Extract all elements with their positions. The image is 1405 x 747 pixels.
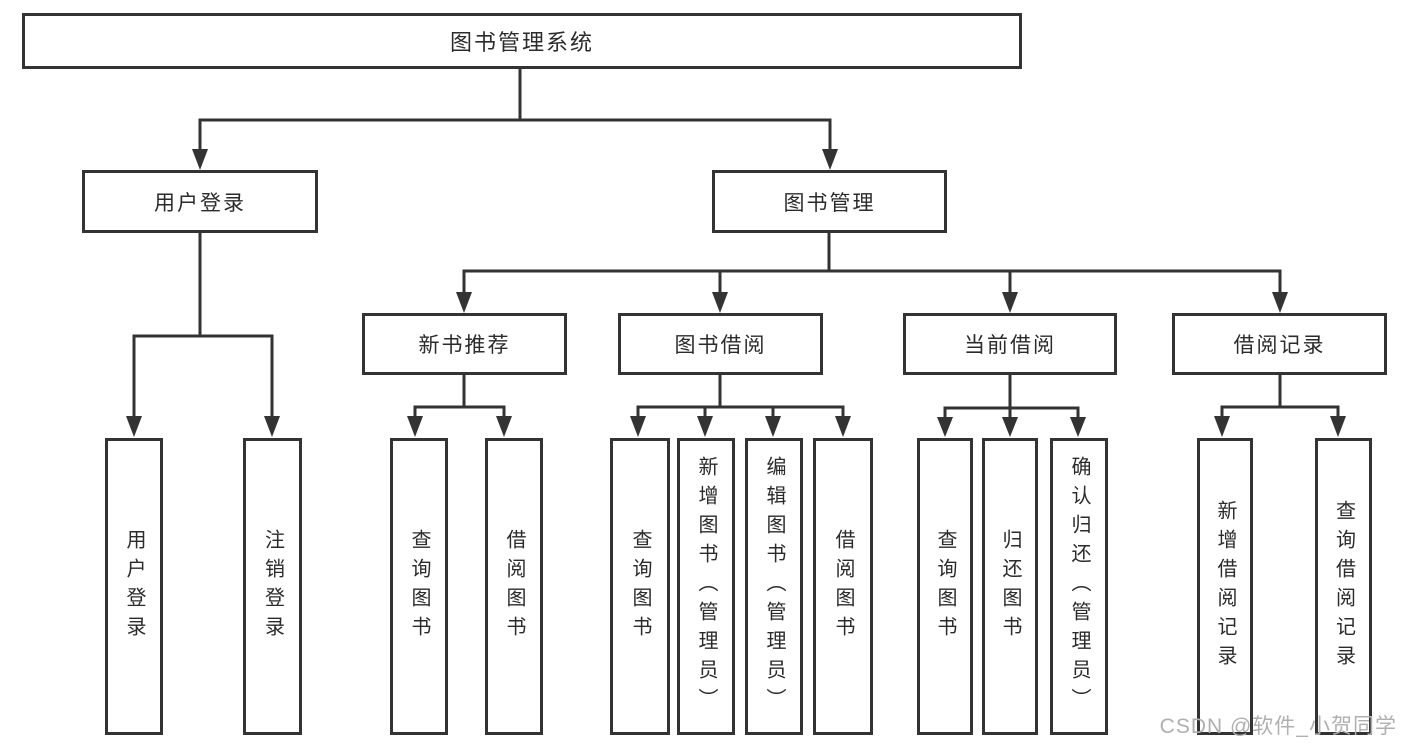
node-current-borrow: 当前借阅 [903, 313, 1117, 375]
leaf-label: 归还图书 [999, 528, 1021, 645]
leaf-query-books-borrow: 查询图书 [610, 438, 670, 735]
node-label: 用户登录 [154, 191, 246, 215]
node-library-system: 图书管理系统 [22, 13, 1022, 69]
node-book-management: 图书管理 [712, 170, 947, 233]
node-label: 图书管理系统 [449, 30, 594, 55]
leaf-query-books-current: 查询图书 [917, 438, 973, 735]
node-label: 图书借阅 [674, 334, 767, 357]
leaf-label: 查询图书 [629, 528, 651, 645]
node-new-book-recommend: 新书推荐 [362, 313, 567, 375]
leaf-label: 借阅图书 [503, 528, 525, 645]
leaf-user-login: 用户登录 [105, 438, 163, 735]
leaf-borrow-books-recommend: 借阅图书 [485, 438, 543, 735]
connector-current-borrow [937, 375, 1086, 437]
leaf-label: 新增图书（管理员） [695, 456, 717, 717]
leaf-confirm-return-admin: 确认归还（管理员） [1050, 438, 1108, 735]
leaf-label: 查询借阅记录 [1332, 499, 1355, 674]
leaf-label: 编辑图书（管理员） [763, 456, 785, 717]
node-book-borrow: 图书借阅 [618, 313, 823, 375]
leaf-add-book-admin: 新增图书（管理员） [677, 438, 735, 735]
connector-user-login [126, 233, 280, 437]
connector-root [192, 69, 838, 170]
node-label: 当前借阅 [964, 334, 1056, 357]
leaf-label: 注销登录 [261, 528, 284, 645]
leaf-label: 新增借阅记录 [1214, 499, 1236, 674]
leaf-add-borrow-record: 新增借阅记录 [1197, 438, 1253, 735]
node-user-login: 用户登录 [82, 170, 318, 233]
leaf-query-books-recommend: 查询图书 [390, 438, 448, 735]
leaf-return-books: 归还图书 [982, 438, 1038, 735]
leaf-label: 用户登录 [123, 528, 145, 645]
connector-new-book-recommend [407, 375, 512, 437]
connector-book-management [456, 233, 1288, 313]
leaf-query-borrow-record: 查询借阅记录 [1315, 438, 1372, 735]
node-label: 借阅记录 [1233, 334, 1326, 357]
connector-book-borrow [630, 375, 851, 437]
leaf-label: 借阅图书 [832, 528, 854, 645]
leaf-label: 确认归还（管理员） [1068, 456, 1090, 717]
connector-borrow-records [1214, 375, 1346, 437]
node-borrow-records: 借阅记录 [1172, 313, 1387, 375]
leaf-label: 查询图书 [934, 528, 956, 645]
node-label: 图书管理 [783, 191, 876, 215]
leaf-label: 查询图书 [408, 528, 430, 645]
node-label: 新书推荐 [418, 334, 511, 357]
leaf-logout-login: 注销登录 [243, 438, 302, 735]
leaf-edit-book-admin: 编辑图书（管理员） [745, 438, 803, 735]
watermark-text: CSDN @软件_小贺同学 [1159, 715, 1397, 738]
leaf-borrow-books: 借阅图书 [813, 438, 873, 735]
